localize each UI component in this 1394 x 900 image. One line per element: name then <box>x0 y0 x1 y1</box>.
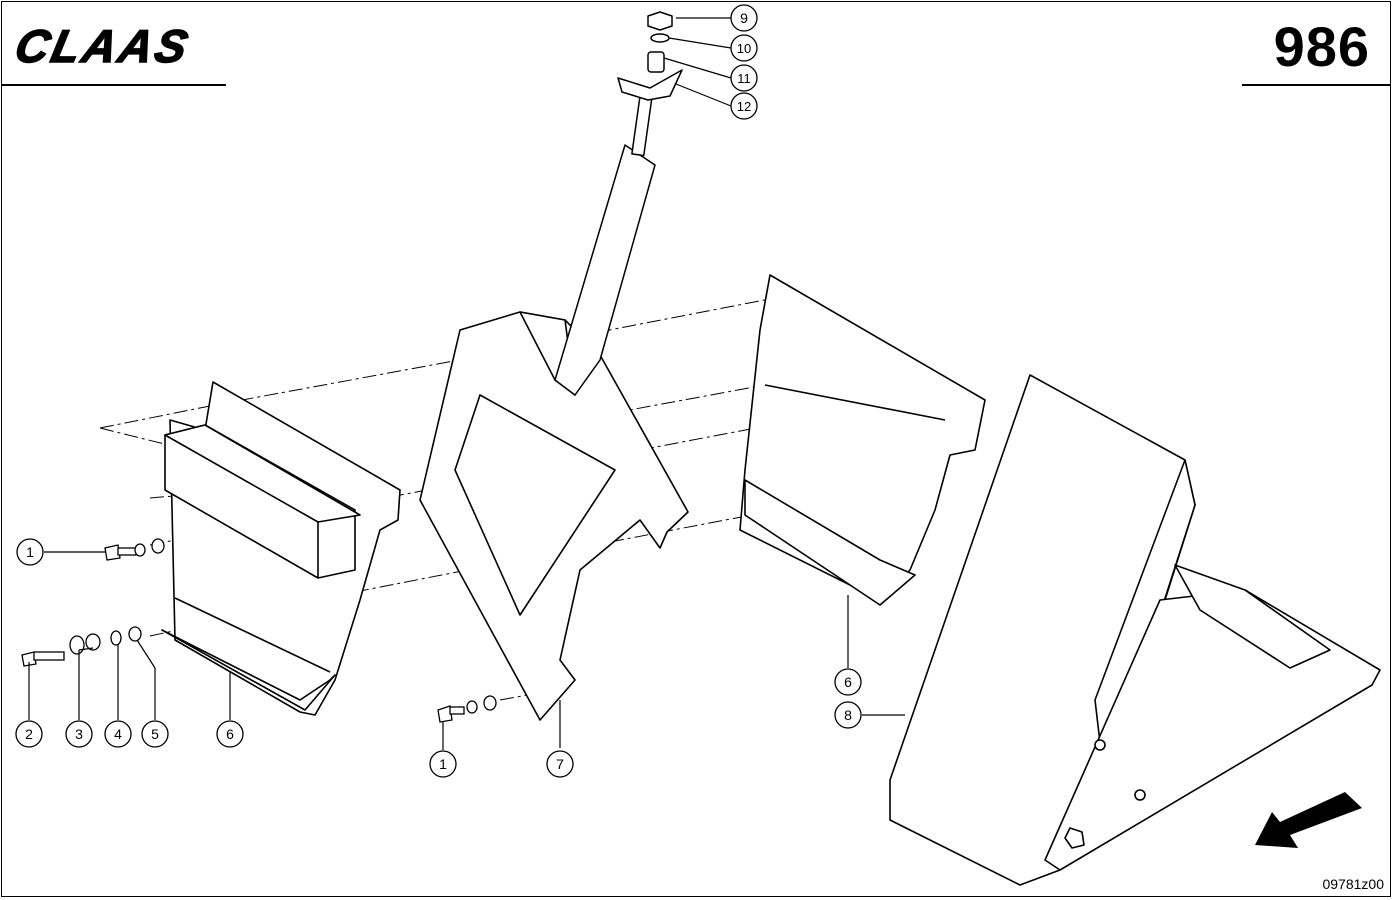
svg-text:2: 2 <box>25 726 33 742</box>
right-shield-part <box>739 274 986 606</box>
callout-11: 11 <box>730 64 758 92</box>
callout-6-right: 6 <box>834 668 862 696</box>
claas-logo: CLAAS <box>10 20 196 73</box>
callout-7: 7 <box>546 750 574 778</box>
svg-text:12: 12 <box>737 99 751 114</box>
svg-text:7: 7 <box>556 756 564 772</box>
svg-text:5: 5 <box>151 726 159 742</box>
svg-text:10: 10 <box>737 41 751 56</box>
claas-logo-text: CLAAS <box>11 20 195 71</box>
upright-rod-part <box>554 11 683 396</box>
leader-lines <box>28 17 905 750</box>
svg-text:4: 4 <box>114 726 122 742</box>
page-number: 986 <box>1273 15 1370 78</box>
svg-text:3: 3 <box>75 726 83 742</box>
svg-text:8: 8 <box>844 707 852 723</box>
svg-text:9: 9 <box>740 10 748 26</box>
callout-3: 3 <box>65 720 93 748</box>
callout-4: 4 <box>104 720 132 748</box>
svg-text:6: 6 <box>226 726 234 742</box>
center-frame-part <box>419 311 689 721</box>
large-hood-part <box>889 374 1381 886</box>
callout-6-left: 6 <box>216 720 244 748</box>
svg-text:1: 1 <box>26 544 34 560</box>
callout-group: 1 1 2 3 4 5 6 <box>15 4 862 778</box>
drawing-code: 09781z00 <box>1322 876 1384 892</box>
callout-10: 10 <box>730 34 758 62</box>
callout-5: 5 <box>141 720 169 748</box>
header-rule-right <box>1242 84 1390 86</box>
svg-text:6: 6 <box>844 674 852 690</box>
svg-text:1: 1 <box>439 756 447 772</box>
callout-1-center: 1 <box>429 750 457 778</box>
header-rule-left <box>2 84 226 86</box>
left-shield-part <box>161 381 401 716</box>
callout-2: 2 <box>15 720 43 748</box>
callout-9: 9 <box>730 4 758 32</box>
direction-arrow-icon <box>1255 792 1362 848</box>
callout-12: 12 <box>730 92 758 120</box>
hardware-left <box>21 538 497 723</box>
callout-1-left: 1 <box>16 538 44 566</box>
svg-text:11: 11 <box>737 71 751 86</box>
callout-8: 8 <box>834 701 862 729</box>
